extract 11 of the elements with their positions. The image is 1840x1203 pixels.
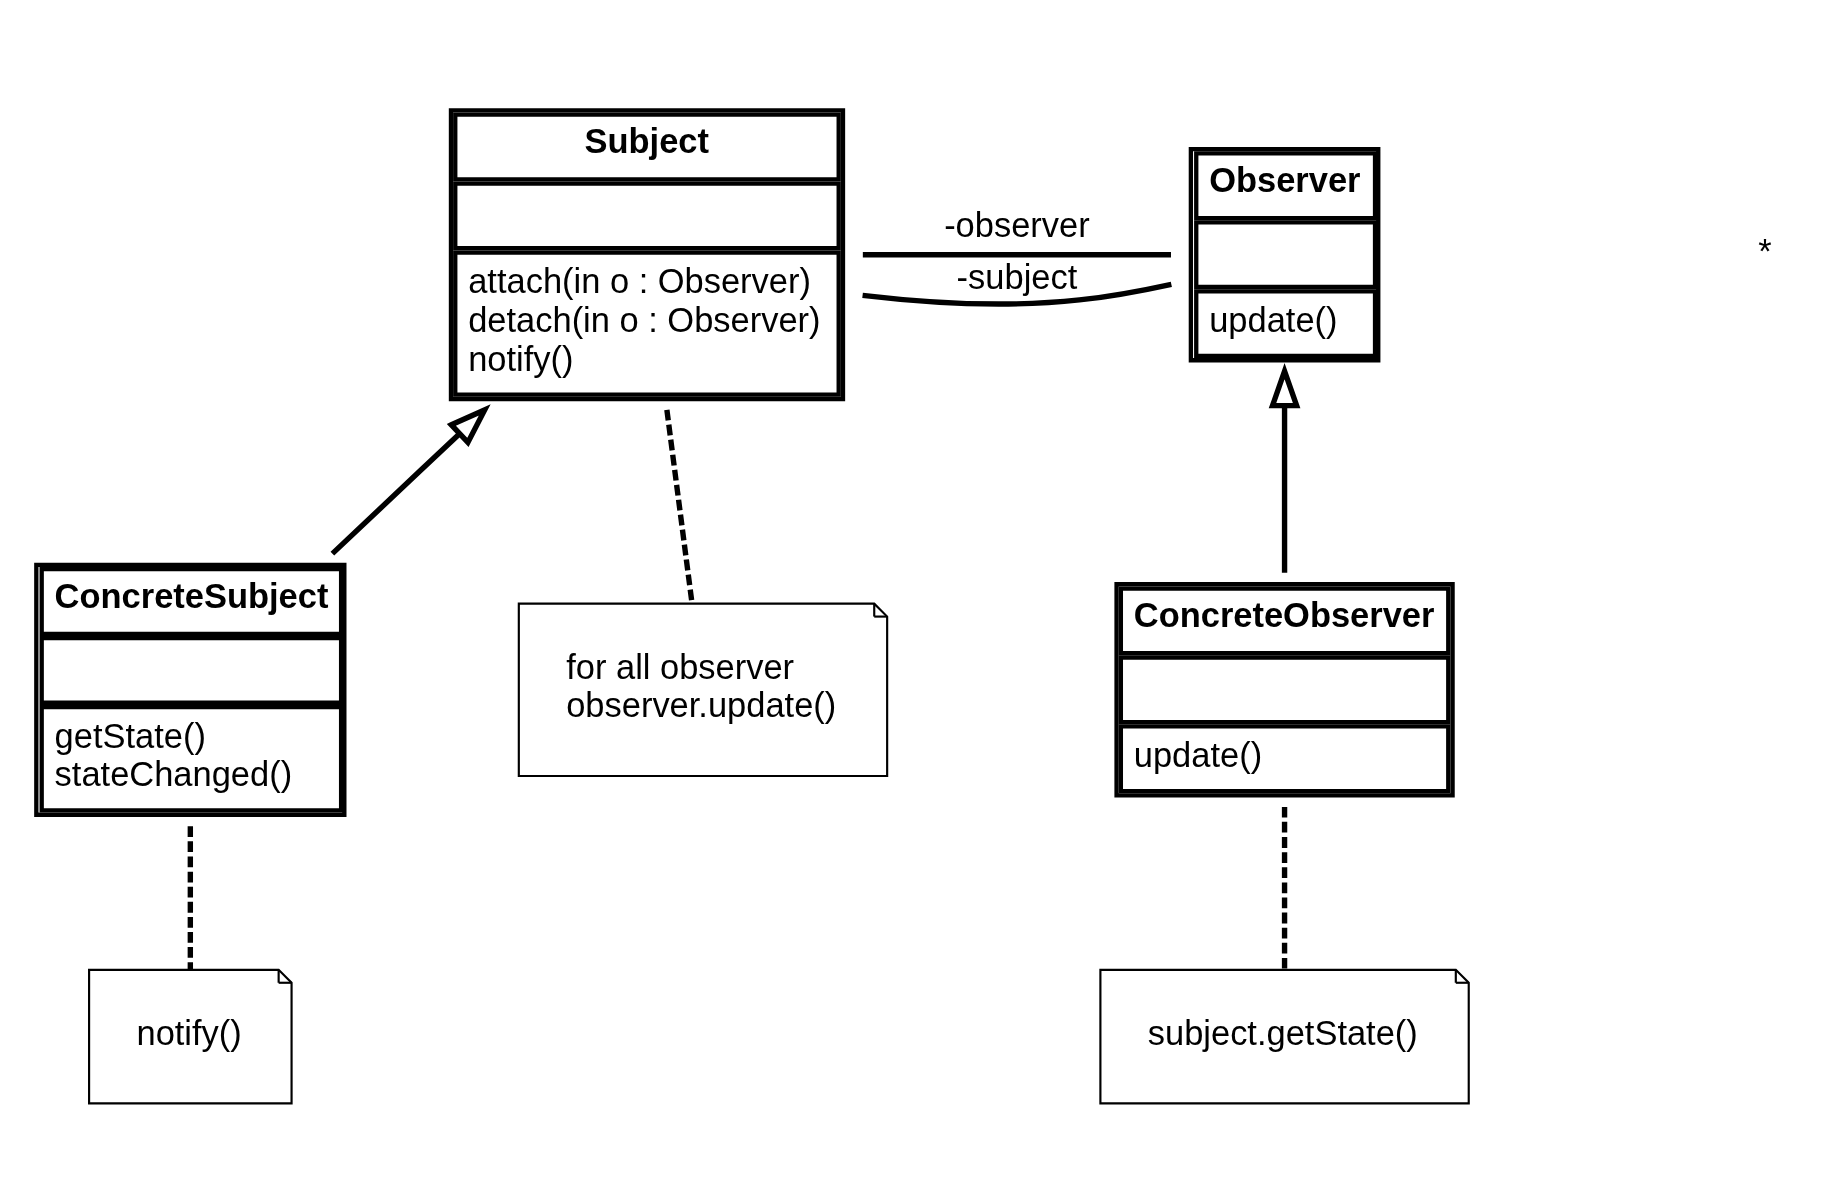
node-box: ConcreteObserver update() — [1114, 582, 1455, 798]
label: * — [1758, 231, 1772, 270]
connector — [1281, 806, 1288, 970]
node-box: Subject attach(in o : Observer) detach(in o : Observer) notify() — [448, 108, 846, 402]
connector — [862, 252, 1171, 258]
edge-label: -observer — [944, 206, 1090, 245]
edge-label: -subject — [956, 257, 1078, 296]
arrow — [330, 404, 491, 556]
connector — [862, 281, 1172, 307]
arrow — [1268, 363, 1301, 573]
connector — [187, 826, 194, 970]
